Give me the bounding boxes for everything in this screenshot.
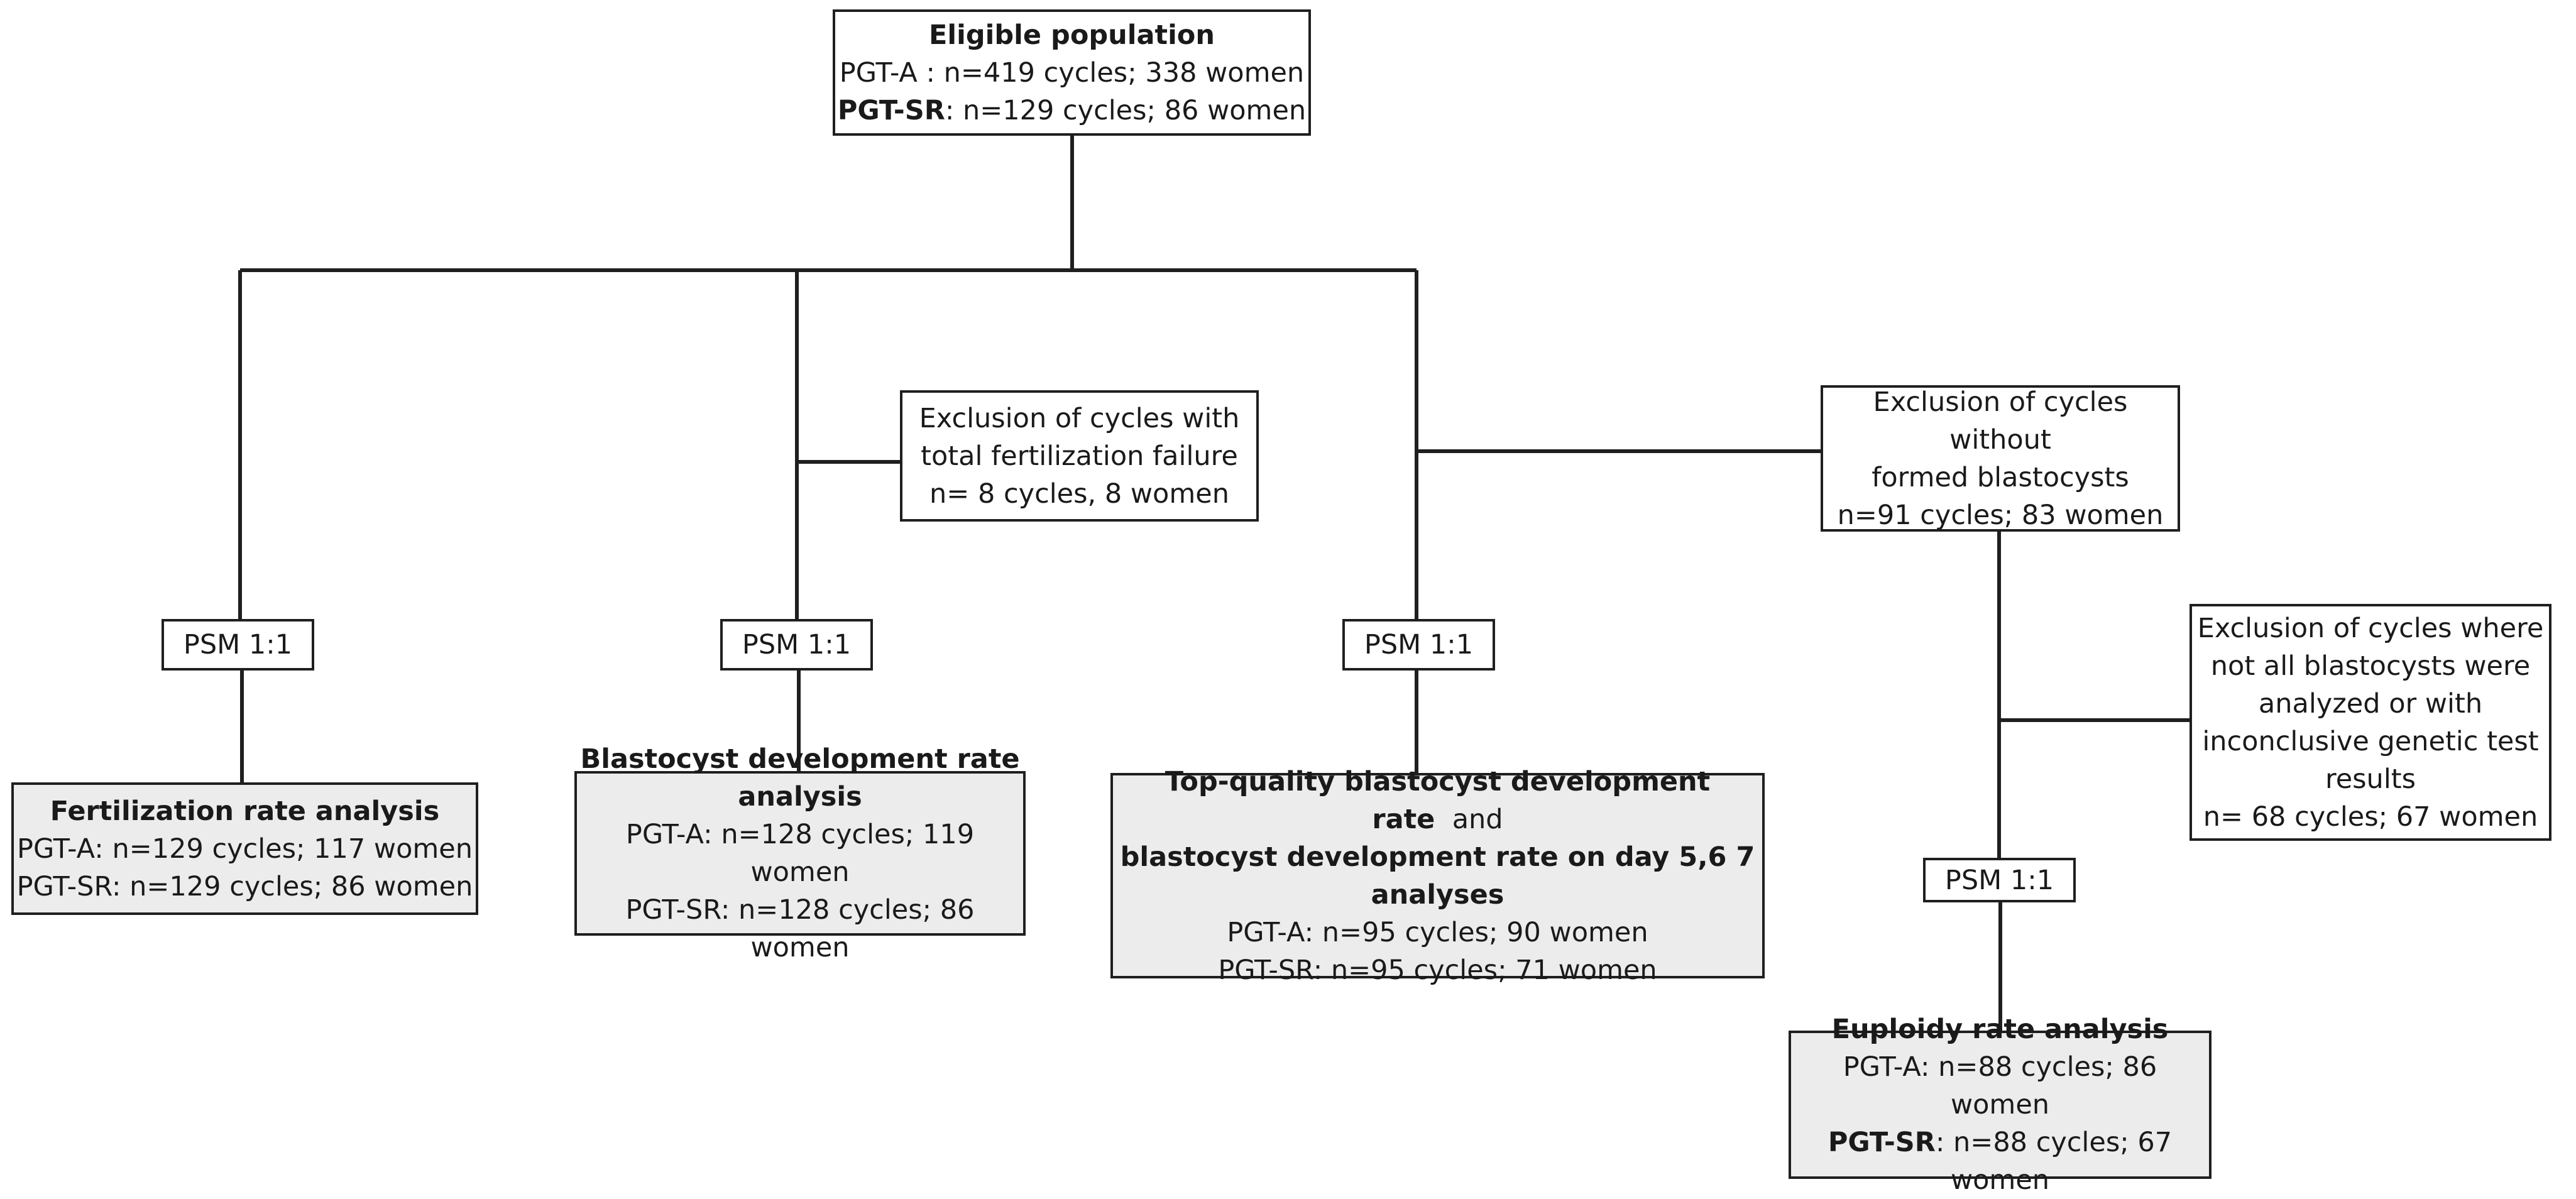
exclusion-fertilization-failure-box: Exclusion of cycles with total fertiliza… [900, 390, 1259, 522]
exclusion-blast-line-2: formed blastocysts [1872, 461, 2129, 493]
exclusion-genetic-line-2: not all blastocysts were [2210, 650, 2531, 682]
exclusion-genetic-line-1: Exclusion of cycles where [2197, 612, 2544, 644]
topquality-pgta-line: PGT-A: n=95 cycles; 90 women [1227, 916, 1648, 948]
exclusion-genetic-test-box: Exclusion of cycles where not all blasto… [2190, 604, 2551, 841]
exclusion-fert-line-1: Exclusion of cycles with [919, 402, 1240, 434]
exclusion-blast-count: n=91 cycles; 83 women [1837, 499, 2164, 531]
euploidy-pgtsr-line: PGT-SR: n=88 cycles; 67 women [1791, 1124, 2209, 1199]
fertilization-rate-analysis-box: Fertilization rate analysis PGT-A: n=129… [11, 782, 478, 915]
eligible-pgtsr-values: : n=129 cycles; 86 women [945, 94, 1307, 126]
euploidy-pgtsr-values: : n=88 cycles; 67 women [1935, 1127, 2173, 1196]
topquality-pgtsr-line: PGT-SR: n=95 cycles; 71 women [1218, 954, 1657, 986]
exclusion-genetic-line-5: results [2325, 763, 2416, 795]
euploidy-title: Euploidy rate analysis [1831, 1014, 2169, 1045]
eligible-pgtsr-line: PGT-SR: n=129 cycles; 86 women [838, 92, 1306, 129]
psm-label: PSM 1:1 [742, 629, 852, 660]
blastocyst-pgtsr-line: PGT-SR: n=128 cycles; 86 women [625, 894, 975, 963]
psm-box-euploidy: PSM 1:1 [1923, 858, 2076, 902]
psm-label: PSM 1:1 [183, 629, 293, 660]
psm-box-topquality: PSM 1:1 [1342, 619, 1495, 671]
fertilization-pgtsr-line: PGT-SR: n=129 cycles; 86 women [16, 870, 473, 902]
topquality-title-line-2: blastocyst development rate on day 5,6 7 [1120, 841, 1755, 873]
eligible-population-title: Eligible population [929, 19, 1215, 51]
euploidy-rate-analysis-box: Euploidy rate analysis PGT-A: n=88 cycle… [1789, 1014, 2212, 1196]
topquality-title-bold: Top-quality blastocyst development rate [1165, 765, 1711, 835]
fertilization-title: Fertilization rate analysis [50, 795, 440, 827]
eligible-pgtsr-label: PGT-SR [837, 94, 945, 126]
exclusion-fert-count: n= 8 cycles, 8 women [929, 478, 1229, 510]
exclusion-genetic-line-4: inconclusive genetic test [2202, 725, 2539, 757]
exclusion-blast-line-1: Exclusion of cycles without [1873, 386, 2128, 456]
topquality-title-line-1: Top-quality blastocyst development rate … [1113, 763, 1762, 838]
blastocyst-pgta-line: PGT-A: n=128 cycles; 119 women [625, 819, 975, 888]
exclusion-fert-line-2: total fertilization failure [921, 440, 1238, 472]
blastocyst-title-line-2: analysis [738, 781, 862, 813]
euploidy-pgta-line: PGT-A: n=88 cycles; 86 women [1843, 1051, 2157, 1120]
topquality-title-and: and [1452, 803, 1503, 835]
eligible-pgta-line: PGT-A : n=419 cycles; 338 women [839, 57, 1305, 89]
psm-box-fertilization: PSM 1:1 [162, 619, 314, 671]
psm-box-blastocyst: PSM 1:1 [720, 619, 873, 671]
exclusion-genetic-line-3: analyzed or with [2258, 687, 2483, 720]
topquality-title-line-3: analyses [1371, 879, 1504, 911]
exclusion-genetic-count: n= 68 cycles; 67 women [2203, 801, 2538, 833]
exclusion-no-blastocysts-box: Exclusion of cycles without formed blast… [1821, 385, 2180, 532]
blastocyst-development-analysis-box: Blastocyst development rate analysis PGT… [574, 743, 1026, 963]
euploidy-pgtsr-label: PGT-SR [1828, 1127, 1936, 1158]
psm-label: PSM 1:1 [1944, 864, 2054, 896]
fertilization-pgta-line: PGT-A: n=129 cycles; 117 women [17, 833, 473, 865]
psm-label: PSM 1:1 [1364, 629, 1474, 660]
eligible-population-box: Eligible population PGT-A : n=419 cycles… [833, 9, 1311, 136]
top-quality-blastocyst-analysis-box: Top-quality blastocyst development rate … [1110, 766, 1765, 986]
blastocyst-title-line-1: Blastocyst development rate [580, 743, 1020, 775]
